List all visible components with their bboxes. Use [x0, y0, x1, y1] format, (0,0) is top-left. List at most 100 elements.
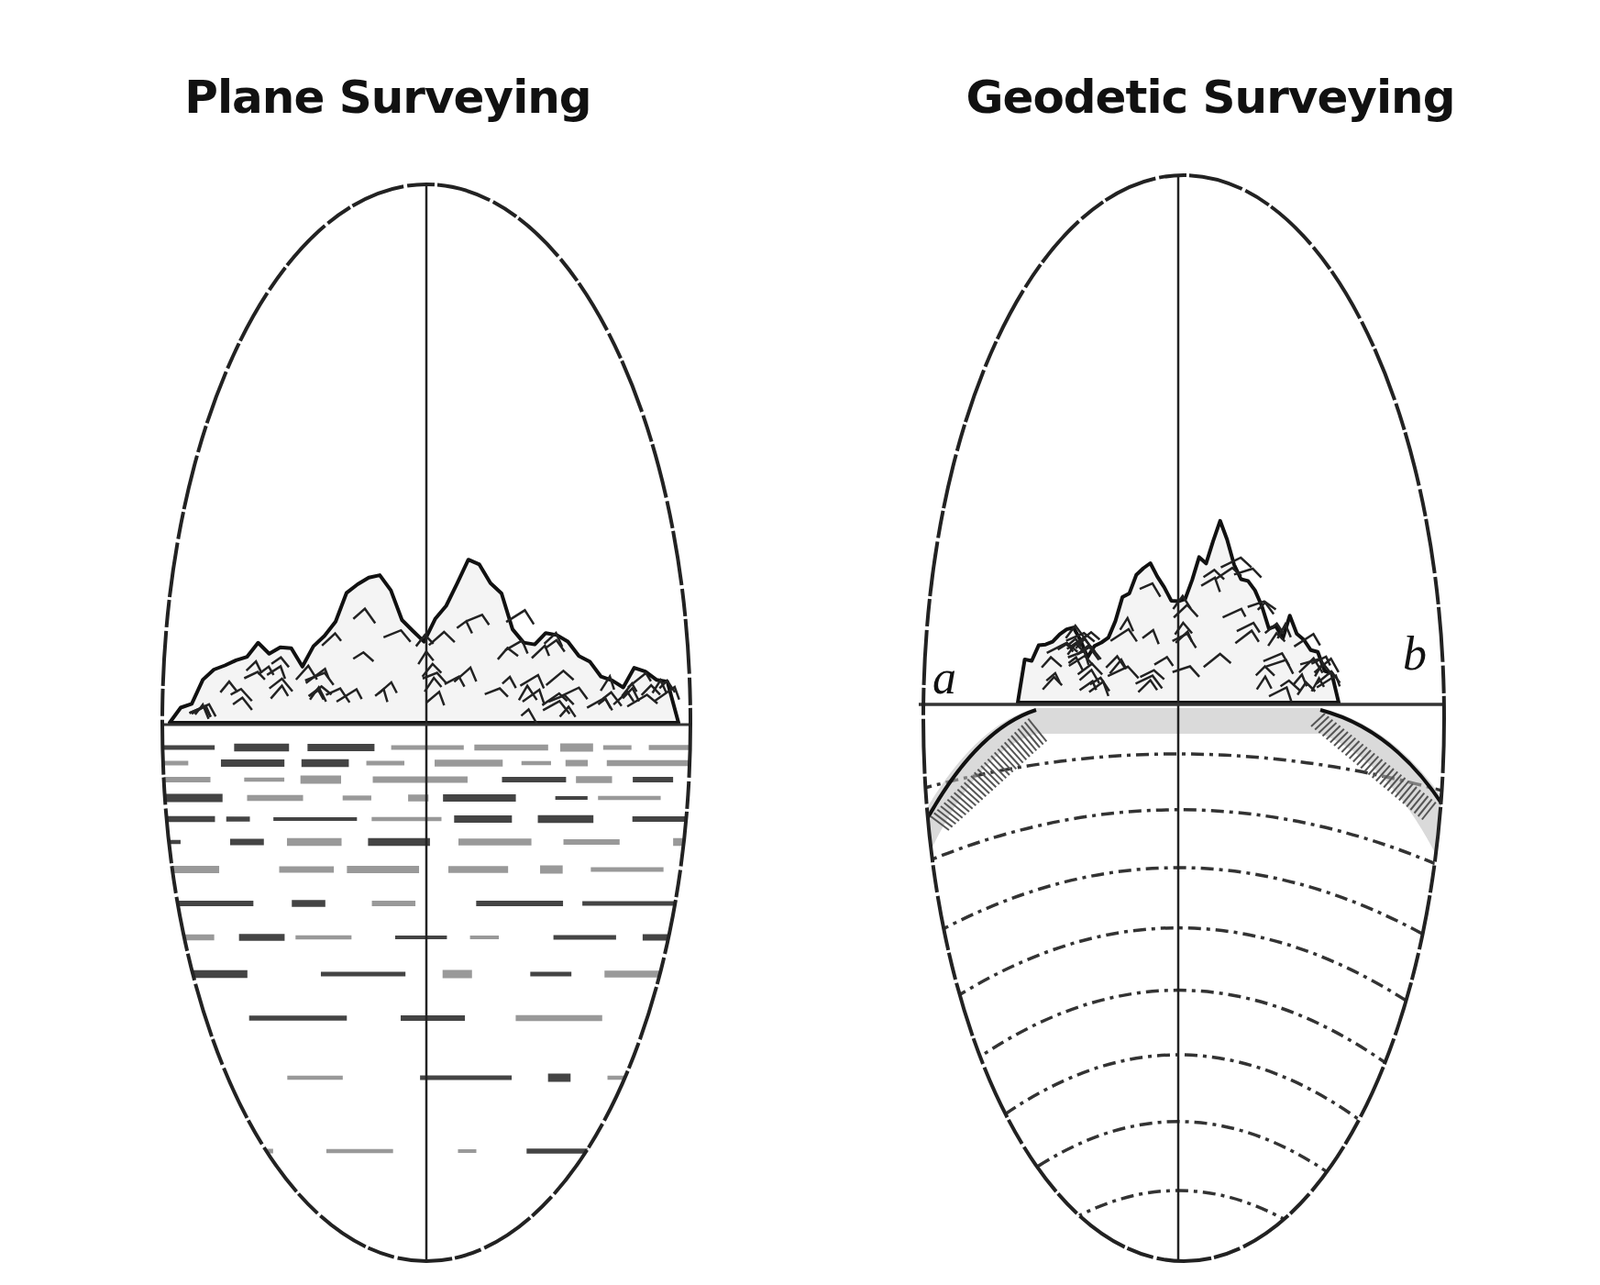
ground-stroke	[400, 1015, 465, 1021]
mountain-outline	[169, 559, 679, 723]
rock-detail	[453, 667, 476, 682]
ground-stroke	[590, 867, 663, 872]
rock-detail	[1256, 666, 1275, 676]
hatch	[1314, 716, 1329, 729]
hatch	[1414, 795, 1429, 814]
rock-detail	[628, 673, 652, 688]
rock-detail	[1222, 608, 1246, 618]
ground-stroke	[470, 935, 499, 939]
hatch	[1410, 793, 1424, 810]
ground-stroke	[442, 794, 516, 802]
rock-detail	[1293, 633, 1320, 647]
diagram-title: Geodetic Surveying	[966, 70, 1456, 124]
rock-detail	[497, 647, 519, 659]
ground-stroke	[434, 759, 503, 766]
hatch	[1334, 731, 1348, 746]
ground-stroke	[295, 935, 352, 940]
hatch	[1346, 740, 1360, 756]
rock-detail	[603, 692, 622, 707]
rock-detail	[1203, 653, 1232, 667]
level-line	[163, 723, 690, 727]
ground-stroke	[597, 795, 661, 801]
rock-detail	[1220, 557, 1251, 568]
rock-detail	[485, 688, 508, 697]
rock-detail	[519, 674, 544, 688]
plumb-line	[425, 184, 429, 1261]
hatch	[1383, 771, 1398, 787]
rock-detail	[1107, 666, 1138, 679]
ground-stroke	[565, 759, 588, 766]
ground-stroke	[582, 901, 674, 906]
rock-detail	[548, 695, 574, 705]
rock-detail	[270, 685, 288, 699]
ground-stroke	[453, 815, 512, 823]
rock-detail	[1263, 652, 1290, 665]
rock-detail	[309, 686, 327, 702]
rock-detail	[641, 684, 661, 696]
hatch	[1318, 719, 1333, 733]
ground-stroke	[273, 816, 357, 821]
hatch	[1395, 780, 1410, 797]
hatch	[1323, 722, 1337, 737]
ground-stroke	[540, 865, 563, 874]
ground-stroke	[366, 760, 405, 765]
ground-stroke	[320, 971, 406, 976]
ground-stroke	[155, 760, 188, 765]
ground-stroke	[575, 775, 612, 784]
ground-stroke	[243, 777, 285, 783]
rock-detail	[220, 681, 238, 693]
rock-detail	[1105, 656, 1126, 669]
ground-stroke	[155, 970, 248, 979]
rock-detail	[1142, 629, 1159, 644]
rock-detail	[1069, 655, 1093, 666]
ground-stroke	[367, 838, 431, 846]
rock-detail	[321, 633, 342, 646]
rock-detail	[502, 676, 517, 688]
flat-ground	[155, 747, 735, 1151]
ground-stroke	[155, 744, 215, 750]
plumb-line	[1177, 175, 1181, 1261]
rock-detail	[1137, 680, 1158, 693]
ground-stroke	[548, 1073, 572, 1082]
rock-detail	[1075, 639, 1095, 652]
rock-detail	[191, 706, 211, 718]
rock-detail	[305, 673, 334, 685]
hatch	[1391, 777, 1406, 795]
rock-detail	[542, 700, 570, 714]
earth-outline	[923, 175, 1445, 1261]
rock-detail	[1300, 658, 1326, 668]
rock-detail	[1139, 583, 1161, 597]
hatch	[1372, 761, 1387, 778]
rock-detail	[1201, 577, 1220, 592]
level-line	[918, 702, 1445, 707]
rock-detail	[1265, 623, 1284, 634]
hatch	[1337, 734, 1352, 749]
ground-stroke	[680, 867, 716, 872]
ground-stroke	[249, 1015, 348, 1021]
ground-stroke	[613, 1147, 668, 1155]
ground-stroke	[326, 1148, 394, 1153]
rock-detail	[1257, 676, 1272, 690]
ground-stroke	[604, 970, 699, 978]
rock-detail	[444, 676, 465, 687]
ground-stroke	[342, 794, 372, 800]
rock-detail	[1042, 676, 1062, 690]
ground-stroke	[563, 838, 620, 845]
hatch	[1330, 728, 1345, 743]
rock-detail	[622, 687, 640, 701]
hatch	[1311, 713, 1325, 727]
rock-detail	[1236, 622, 1260, 632]
hatch	[1360, 752, 1375, 768]
hatch	[1349, 743, 1364, 759]
rock-detail	[1110, 628, 1137, 641]
hatch	[1364, 756, 1379, 772]
ground-stroke	[607, 1075, 694, 1080]
ground-stroke	[521, 761, 552, 765]
rock-detail	[1079, 681, 1096, 691]
rock-detail	[1079, 669, 1099, 683]
ground-stroke	[226, 816, 251, 821]
hatch	[1341, 738, 1356, 752]
rock-detail	[353, 651, 374, 662]
hatch	[1326, 725, 1341, 740]
